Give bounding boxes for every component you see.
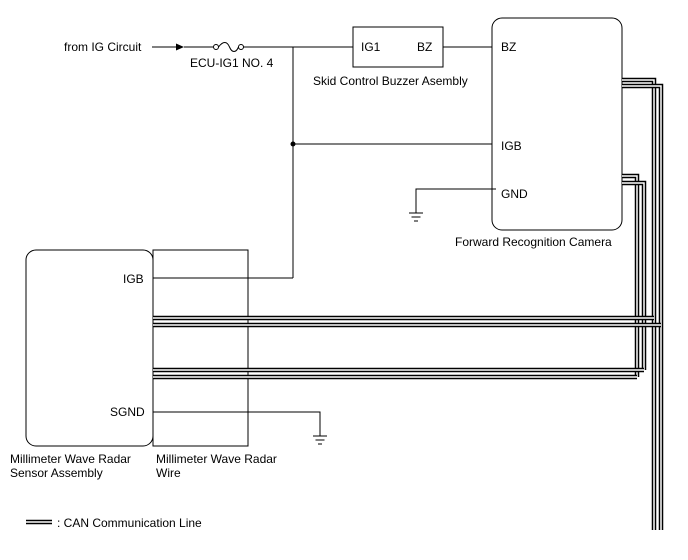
ground-icon xyxy=(313,435,327,445)
can-line-radar-upper xyxy=(153,315,661,328)
fuse-icon xyxy=(213,42,244,52)
fuse-label: ECU-IG1 NO. 4 xyxy=(190,56,274,70)
wire-camera-gnd xyxy=(415,188,496,213)
legend-can-label: : CAN Communication Line xyxy=(57,516,202,530)
wire-radar-sgnd xyxy=(153,411,321,436)
buzzer-name: Skid Control Buzzer Asembly xyxy=(313,74,468,88)
radar-sensor-pin-sgnd: SGND xyxy=(110,405,145,419)
camera-name: Forward Recognition Camera xyxy=(455,235,612,249)
camera-box xyxy=(491,17,623,231)
radar-wire-name-line1: Millimeter Wave Radar xyxy=(156,452,277,466)
can-line-camera-lower xyxy=(622,173,647,377)
camera-pin-bz: BZ xyxy=(501,40,516,54)
source-arrow-icon xyxy=(176,43,184,51)
radar-sensor-name-line2: Sensor Assembly xyxy=(10,466,103,480)
buzzer-pin-ig1: IG1 xyxy=(361,40,381,54)
radar-sensor-name-line1: Millimeter Wave Radar xyxy=(10,452,131,466)
buzzer-pin-bz: BZ xyxy=(417,40,432,54)
can-line-radar-lower xyxy=(153,367,644,380)
camera-pin-gnd: GND xyxy=(501,187,528,201)
can-line-camera xyxy=(622,77,664,530)
source-label: from IG Circuit xyxy=(64,40,142,54)
ground-icon xyxy=(409,212,423,222)
radar-wire-box xyxy=(152,249,249,447)
camera-pin-igb: IGB xyxy=(501,139,522,153)
radar-sensor-pin-igb: IGB xyxy=(123,272,144,286)
radar-wire-name-line2: Wire xyxy=(156,466,181,480)
